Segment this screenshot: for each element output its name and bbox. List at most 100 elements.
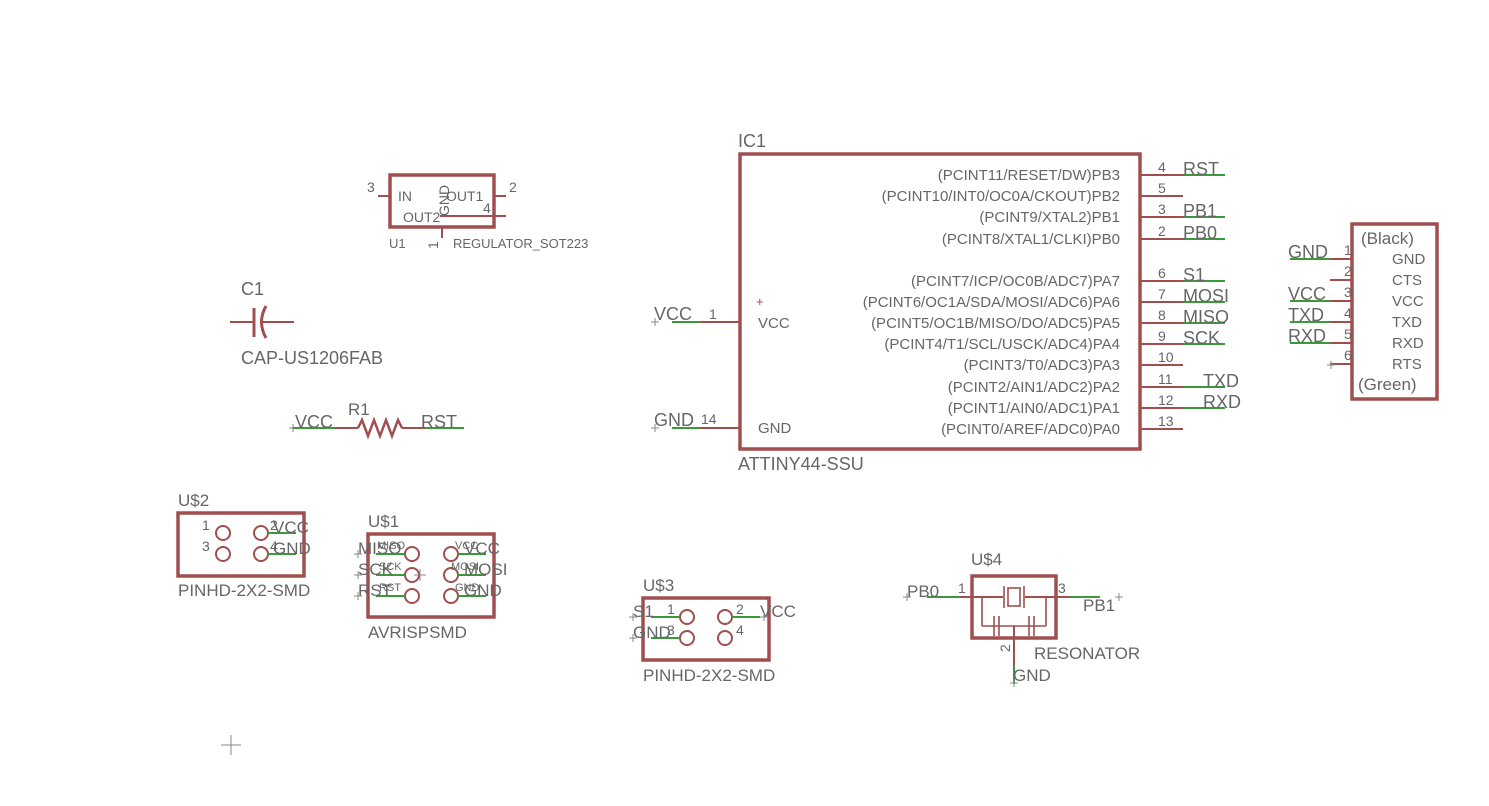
marker-u4-pb1 [1115, 593, 1123, 601]
c1-name: C1 [241, 279, 264, 299]
u3-pinheader[interactable]: 1 2 3 4 S1 VCC GND U$3 PINHD-2X2-SMD [633, 576, 796, 685]
ic1-pin-net-7: MOSI [1183, 286, 1229, 306]
avrisp-net-miso: MISO [358, 539, 401, 558]
avrisp-name: U$1 [368, 512, 399, 531]
u4-num-1: 1 [958, 580, 966, 596]
ic1-gnd-func: GND [758, 420, 792, 437]
marker-ftdi-rts [1327, 361, 1335, 369]
u1-name: U1 [389, 236, 406, 251]
avrisp-net-rst: RST [358, 581, 392, 600]
u3-name: U$3 [643, 576, 674, 595]
u3-pad-1 [679, 609, 695, 625]
ic1-pin-func-12: (PCINT1/AIN0/ADC1)PA1 [948, 400, 1120, 417]
ftdi-header-body [1350, 222, 1439, 401]
u2-pad-4 [253, 546, 269, 562]
ic1-pin-net-2: PB0 [1183, 223, 1217, 243]
u2-body [176, 511, 306, 578]
u1-value: REGULATOR_SOT223 [453, 236, 588, 251]
marker-u3-s1 [629, 613, 637, 621]
u2-num-2: 2 [270, 517, 278, 533]
ftdi-pin-num-4: 4 [1344, 305, 1352, 321]
u1-pin-gnd: GND [436, 185, 452, 216]
ic1-pin-net-3: PB1 [1183, 201, 1217, 221]
ftdi-pin-name-5: RXD [1392, 335, 1424, 352]
r1-resistor[interactable]: R1 VCC RST [289, 400, 464, 440]
ftdi-pin-net-4: TXD [1288, 305, 1324, 325]
ic1-pin-net-6: S1 [1183, 265, 1205, 285]
u3-num-3: 3 [667, 622, 675, 638]
ic1-pin-net-8: MISO [1183, 307, 1229, 327]
ic1-vcc-num: 1 [709, 306, 717, 322]
marker-ic1-gnd [651, 424, 659, 432]
avrisp-net-sck: SCK [358, 560, 394, 579]
marker-avrisp-rst [354, 592, 362, 600]
avrisp-net-vcc: VCC [464, 539, 500, 558]
u4-num-3: 3 [1058, 580, 1066, 596]
u1-avrisp[interactable]: MISO SCK RST VCC MOSI GND MISO SCK RST V… [358, 512, 507, 642]
avrisp-net-mosi: MOSI [464, 560, 507, 579]
u1-pin-in: IN [398, 188, 412, 204]
ic1-vcc-func: VCC [758, 315, 790, 332]
ftdi-pin-num-3: 3 [1344, 284, 1352, 300]
u1-regulator[interactable]: IN OUT1 OUT2 GND 3 2 4 1 U1 REGULATOR_SO… [367, 173, 588, 251]
u4-net-pb1: PB1 [1083, 596, 1115, 615]
ic1-pin-func-2: (PCINT8/XTAL1/CLKI)PB0 [942, 231, 1120, 248]
ic1-pin-num-4: 4 [1158, 159, 1166, 175]
ftdi-pin-name-6: RTS [1392, 356, 1422, 373]
ic1-pin-num-9: 9 [1158, 328, 1166, 344]
u3-value: PINHD-2X2-SMD [643, 666, 775, 685]
u2-num-1: 1 [202, 517, 210, 533]
avrisp-pad-miso [404, 546, 420, 562]
ic1-pin-func-10: (PCINT3/T0/ADC3)PA3 [964, 357, 1120, 374]
u2-num-3: 3 [202, 538, 210, 554]
ic1-vcc-dot: + [756, 294, 764, 309]
ic1-pin-num-7: 7 [1158, 286, 1166, 302]
u4-net-gnd: GND [1013, 666, 1051, 685]
u1-num-in: 3 [367, 179, 375, 195]
ic1-pin-num-13: 13 [1158, 413, 1174, 429]
r1-net-left: VCC [295, 412, 333, 432]
ic1-pin-func-11: (PCINT2/AIN1/ADC2)PA2 [948, 379, 1120, 396]
u2-net-gnd: GND [273, 539, 311, 558]
r1-zigzag [356, 416, 404, 440]
u1-num-out1: 2 [509, 179, 517, 195]
ftdi-pin-name-3: VCC [1392, 293, 1424, 310]
u3-net-vcc: VCC [760, 602, 796, 621]
u2-net-vcc: VCC [273, 518, 309, 537]
ftdi-pin-net-1: GND [1288, 242, 1328, 262]
u2-num-4: 4 [270, 538, 278, 554]
u1-pin-out2: OUT2 [403, 209, 441, 225]
ic1-pin-func-3: (PCINT9/XTAL2)PB1 [979, 209, 1120, 226]
ic1-pin-net-9: SCK [1183, 328, 1220, 348]
u4-resonator[interactable]: 1 3 2 PB0 PB1 GND U$4 RESONATOR [907, 550, 1140, 685]
u2-pad-1 [215, 525, 231, 541]
ic1-pin-func-5: (PCINT10/INT0/OC0A/CKOUT)PB2 [882, 188, 1120, 205]
u2-pinheader[interactable]: 1 2 3 4 VCC GND U$2 PINHD-2X2-SMD [176, 491, 311, 600]
u3-body [641, 596, 771, 662]
ic1-pin-net-4: RST [1183, 159, 1219, 179]
ftdi-pin-num-6: 6 [1344, 347, 1352, 363]
u2-pad-3 [215, 546, 231, 562]
marker-origin [221, 735, 241, 755]
u2-name: U$2 [178, 491, 209, 510]
u2-pad-2 [253, 525, 269, 541]
c1-capacitor[interactable]: C1 CAP-US1206FAB [230, 279, 383, 368]
ftdi-pin-name-2: CTS [1392, 272, 1422, 289]
avrisp-pin-gnd: GND [455, 582, 480, 594]
ic1-pin-num-8: 8 [1158, 307, 1166, 323]
avrisp-body [366, 532, 496, 619]
ic1-pin-func-4: (PCINT11/RESET/DW)PB3 [938, 167, 1120, 184]
u3-net-gnd: GND [633, 623, 671, 642]
ic1-pin-num-5: 5 [1158, 180, 1166, 196]
ic1-pin-num-10: 10 [1158, 349, 1174, 365]
marker-avrisp-miso [354, 550, 362, 558]
marker-ic1-vcc [651, 318, 659, 326]
u2-value: PINHD-2X2-SMD [178, 581, 310, 600]
ftdi-pin-num-5: 5 [1344, 326, 1352, 342]
ic1-pin-func-13: (PCINT0/AREF/ADC0)PA0 [941, 421, 1120, 438]
avrisp-pin-mosi: MOSI [451, 561, 479, 573]
ftdi-header[interactable]: (Black) (Green) 1GNDGND2CTS3VCCVCC4TXDTX… [1288, 222, 1439, 401]
